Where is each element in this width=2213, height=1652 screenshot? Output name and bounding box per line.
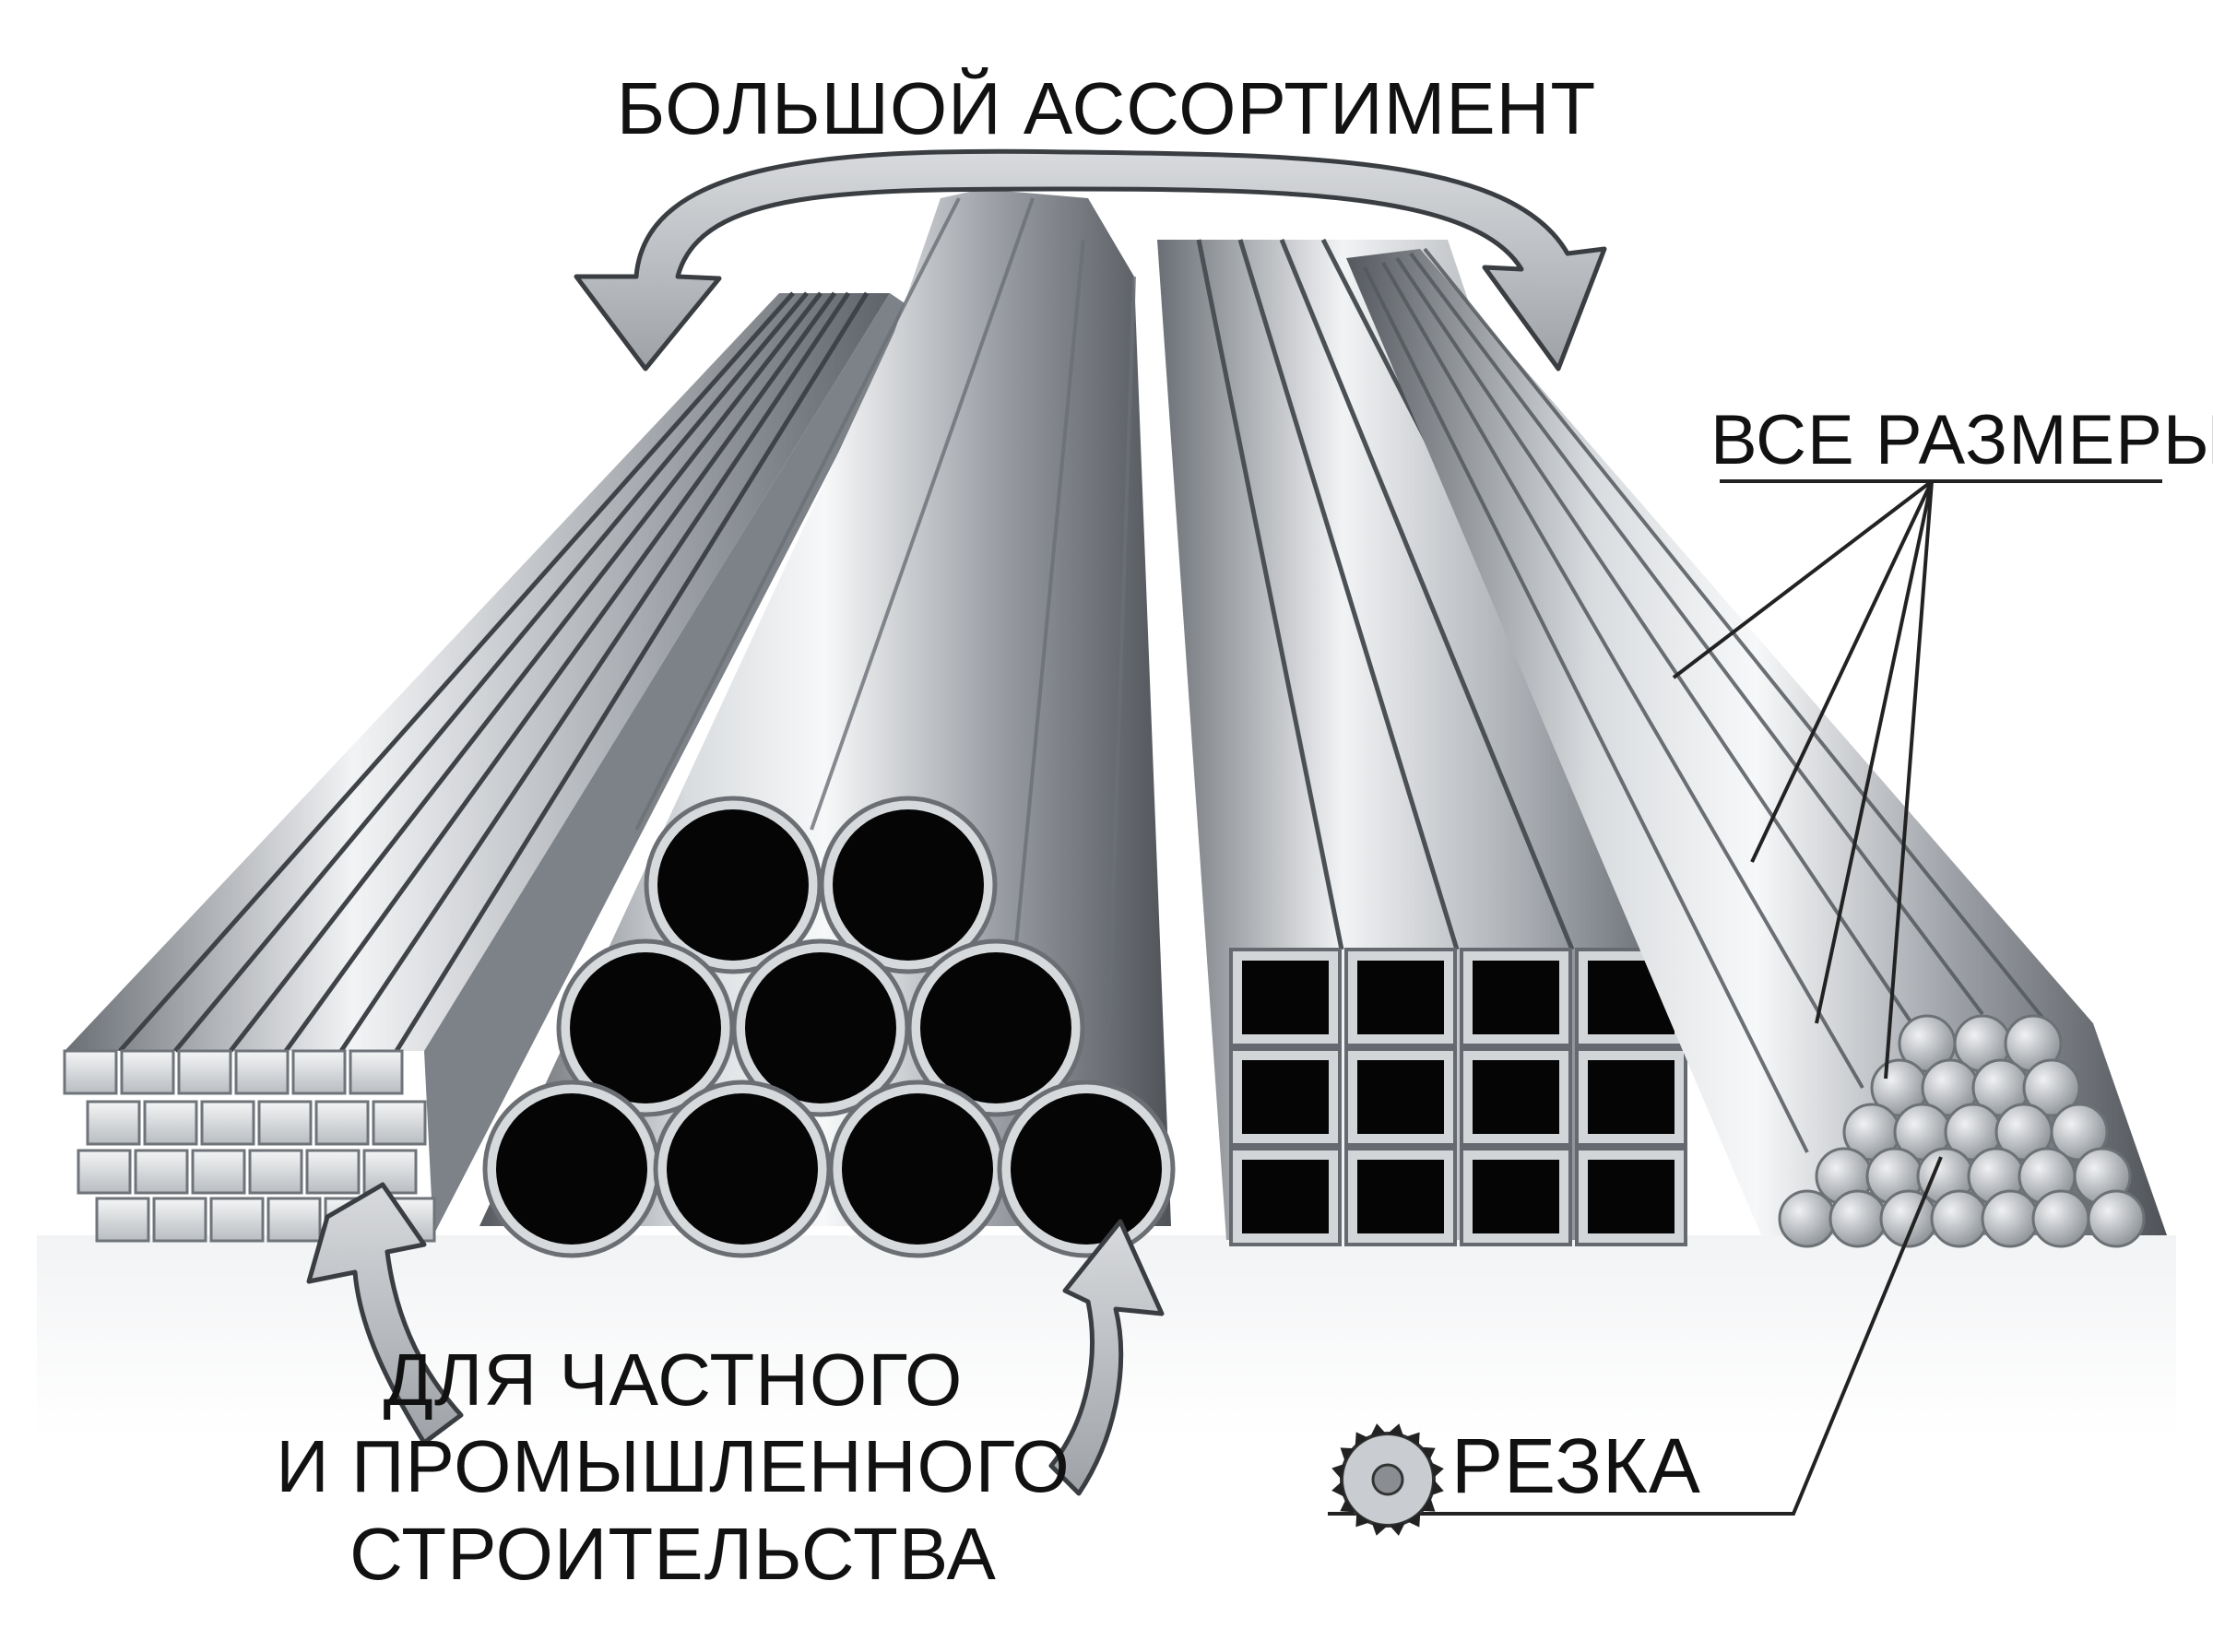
cutting-label: РЕЗКА (1451, 1422, 1701, 1509)
sizes-callout-lines (1672, 479, 2162, 1080)
bar-end-face (291, 1049, 347, 1095)
bar-end-face (266, 1197, 322, 1243)
bar-end-face (209, 1197, 265, 1243)
bar-end-face (95, 1197, 150, 1243)
curved-arrow-icon (1048, 1219, 1165, 1496)
bar-end-face (257, 1100, 313, 1146)
tube-hole (1588, 1060, 1675, 1134)
pipe-hole (657, 809, 809, 961)
pipe-hole (496, 1093, 647, 1245)
saw-tooth (1369, 1423, 1386, 1437)
tube-hole (1473, 961, 1559, 1034)
rod-end (1828, 1189, 1888, 1248)
bar-end-face (362, 1149, 418, 1195)
pipe-hole (667, 1093, 818, 1245)
purpose-line-2: И ПРОМЫШЛЕННОГО (276, 1425, 1071, 1508)
bar-end-face (349, 1049, 404, 1095)
rod-end (2022, 1058, 2081, 1117)
saw-tooth (1430, 1461, 1444, 1478)
tube-hole (1473, 1060, 1559, 1134)
bar-end-face (152, 1197, 207, 1243)
bar-end-face (191, 1149, 246, 1195)
assortment-label: БОЛЬШОЙ АССОРТИМЕНТ (616, 67, 1597, 149)
tube-hole (1242, 1160, 1329, 1233)
saw-tooth (1420, 1446, 1436, 1460)
tube-hole (1357, 961, 1444, 1034)
rod-end (2087, 1189, 2146, 1248)
tube-hole (1588, 1160, 1675, 1233)
saw-tooth (1331, 1481, 1345, 1498)
square-tubes-bundle (1157, 238, 1690, 1246)
rod-end (1778, 1189, 1837, 1248)
purpose-line-1: ДЛЯ ЧАСТНОГО (383, 1339, 964, 1421)
tube-hole (1357, 1060, 1444, 1134)
saw-tooth (1340, 1447, 1355, 1462)
bar-end-face (86, 1100, 141, 1146)
all-sizes-label: ВСЕ РАЗМЕРЫ (1710, 401, 2213, 479)
bar-end-face (77, 1149, 132, 1195)
tube-hole (1242, 961, 1329, 1034)
pipe-hole (920, 952, 1071, 1103)
circular-saw-blade-icon (1331, 1423, 1444, 1536)
bar-end-face (177, 1049, 232, 1095)
rod-end (2031, 1189, 2090, 1248)
bar-end-face (63, 1049, 118, 1095)
bar-end-face (314, 1100, 370, 1146)
purpose-line-3: СТРОИТЕЛЬСТВА (349, 1512, 997, 1595)
bar-end-face (120, 1049, 175, 1095)
curved-arrow-icon (574, 148, 1607, 372)
cutting-callout-line (1328, 1156, 1943, 1516)
bar-end-face (248, 1149, 303, 1195)
pipe-hole (570, 952, 721, 1103)
bar-end-face (200, 1100, 255, 1146)
saw-tooth (1340, 1499, 1355, 1513)
bar-end-face (143, 1100, 198, 1146)
saw-tooth (1355, 1432, 1368, 1447)
bar-end-face (305, 1149, 361, 1195)
saw-tooth (1430, 1480, 1444, 1496)
saw-tooth (1371, 1522, 1388, 1536)
saw-tooth (1421, 1497, 1436, 1512)
pipe-hole (833, 809, 984, 961)
pipe-hole (842, 1093, 993, 1245)
bar-end-face (234, 1049, 290, 1095)
rod-end (1981, 1189, 2040, 1248)
saw-tooth (1390, 1522, 1406, 1536)
tube-hole (1473, 1160, 1559, 1233)
round-pipes-bundle (479, 189, 1176, 1258)
bar-end-face (372, 1100, 427, 1146)
saw-tooth (1355, 1513, 1370, 1528)
rod-end (1930, 1189, 1989, 1248)
round-rods-bundle (1346, 247, 2167, 1248)
pipe-hole (745, 952, 896, 1103)
purpose-label: ДЛЯ ЧАСТНОГО И ПРОМЫШЛЕННОГО СТРОИТЕЛЬСТ… (258, 1337, 1088, 1598)
curved-arrow-icon (306, 1182, 464, 1446)
saw-tooth (1407, 1512, 1421, 1528)
bar-end-face (134, 1149, 189, 1195)
saw-tooth (1331, 1463, 1345, 1480)
tube-hole (1357, 1160, 1444, 1233)
pipe-hole (1011, 1093, 1162, 1245)
tube-hole (1242, 1060, 1329, 1134)
saw-tooth (1405, 1432, 1420, 1446)
saw-tooth (1388, 1423, 1404, 1437)
